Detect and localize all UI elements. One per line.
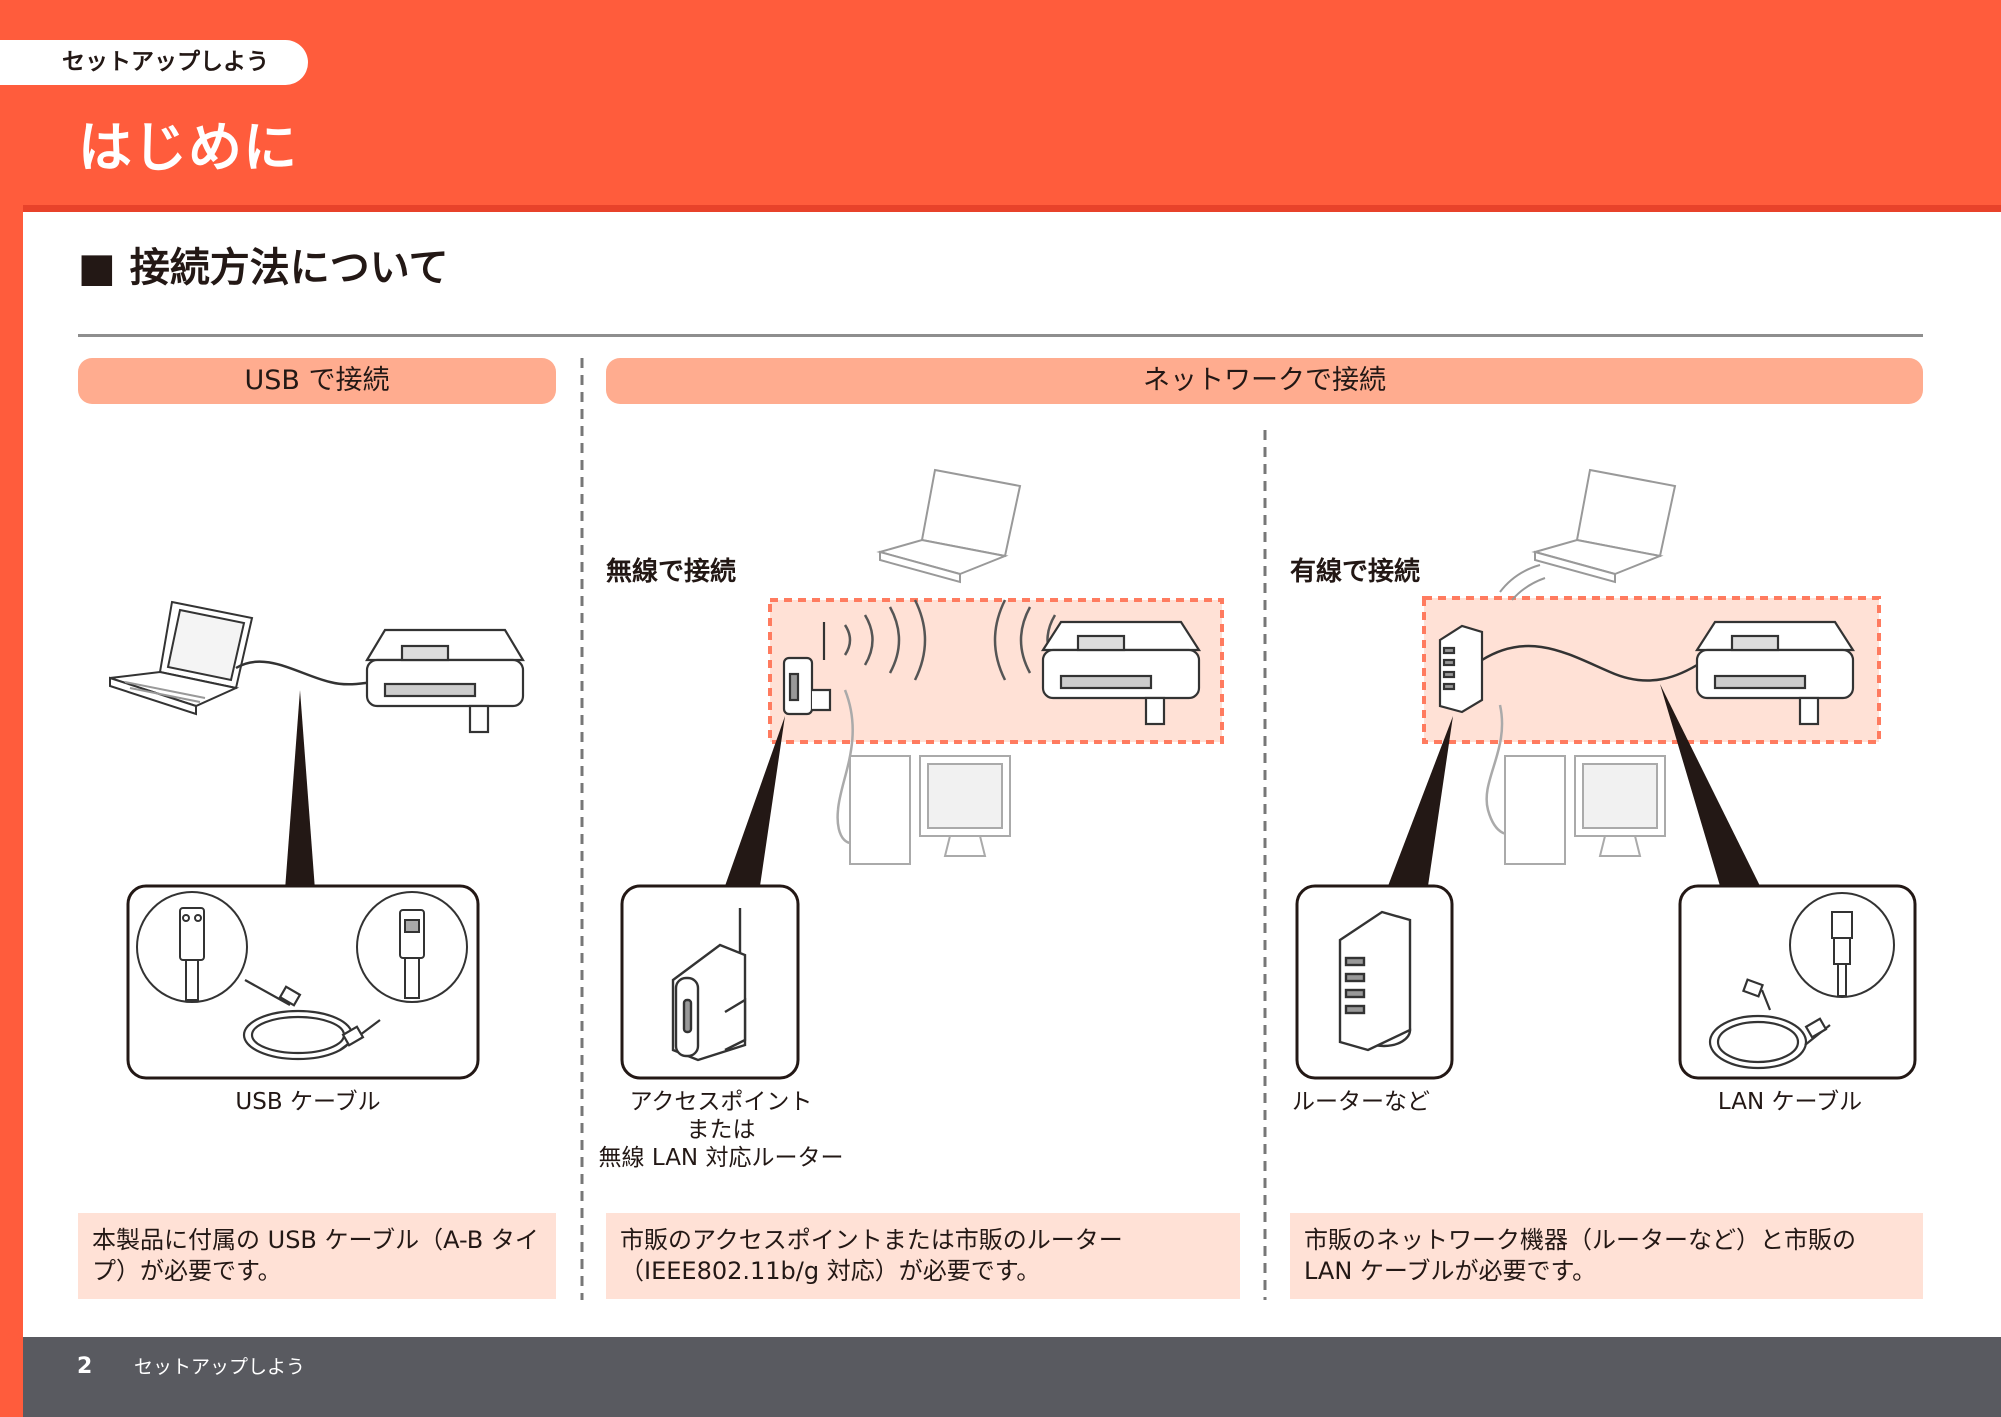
desktop-pc-icon [1504,755,1666,865]
wired-area [1422,596,1881,744]
caption-line: または [686,1117,756,1143]
caption-line: アクセスポイント [629,1089,813,1115]
wireless-connection-title: 無線で接続 [606,557,737,587]
usb-cable-caption: USB ケーブル [235,1089,381,1115]
laptop-icon [109,600,254,716]
callout-pointer [725,716,785,886]
header-divider [0,205,2001,212]
ethernet-cable-line [1485,704,1521,836]
wireless-requirement-note: 市販のアクセスポイントまたは市販のルーター（IEEE802.11b/g 対応）が… [606,1213,1240,1299]
callout-pointer [1388,716,1453,886]
usb-cable-line [235,660,373,686]
printer-icon [1040,620,1202,726]
wireless-area [768,598,1224,744]
usb-b-connector-icon [356,891,468,1003]
usb-connection-heading: USB で接続 [78,358,556,404]
laptop-icon [1531,468,1677,584]
page-number: 2 [77,1354,93,1379]
lan-cable-callout [1678,884,1917,1080]
router-callout [1295,884,1454,1080]
caption-line: 無線 LAN 対応ルーター [598,1145,844,1171]
callout-pointer [1660,684,1760,886]
wireless-signal-icon [1499,564,1546,601]
wired-requirement-note: 市販のネットワーク機器（ルーターなど）と市販の LAN ケーブルが必要です。 [1290,1213,1923,1299]
router-caption: ルーターなど [1292,1089,1430,1115]
access-point-caption: アクセスポイント または 無線 LAN 対応ルーター [596,1088,846,1172]
footer-bar [23,1337,2001,1417]
access-point-callout [620,884,800,1080]
footer-title: セットアップしよう [134,1356,306,1378]
header-band [0,0,2001,212]
usb-a-connector-icon [136,891,248,1003]
lan-cable-caption: LAN ケーブル [1717,1089,1863,1115]
callout-pointer [285,690,315,890]
section-title: ■ 接続方法について [78,245,449,291]
section-rule [78,334,1923,337]
page-title: はじめに [78,116,298,179]
ethernet-cable-line [836,689,861,845]
wireless-signal-icon [843,599,1077,681]
desktop-pc-icon [849,755,1011,865]
usb-requirement-note: 本製品に付属の USB ケーブル（A-B タイプ）が必要です。 [78,1213,556,1299]
printer-icon [1694,620,1856,726]
wired-connection-title: 有線で接続 [1290,557,1421,587]
router-large-icon [1338,910,1412,1052]
network-connection-heading: ネットワークで接続 [606,358,1923,404]
lan-connector-icon [1789,892,1895,998]
router-icon [1438,624,1484,714]
lan-cable-coil-icon [1708,978,1831,1070]
laptop-icon [876,468,1022,584]
access-point-large-icon [671,908,747,1062]
usb-cable-callout [126,884,480,1080]
lan-cable-line [1481,644,1703,682]
printer-icon [365,628,525,734]
usb-cable-coil-icon [242,979,381,1061]
chapter-tab: セットアップしよう [0,40,308,85]
access-point-icon [782,622,832,716]
left-accent-strip [0,0,23,1417]
